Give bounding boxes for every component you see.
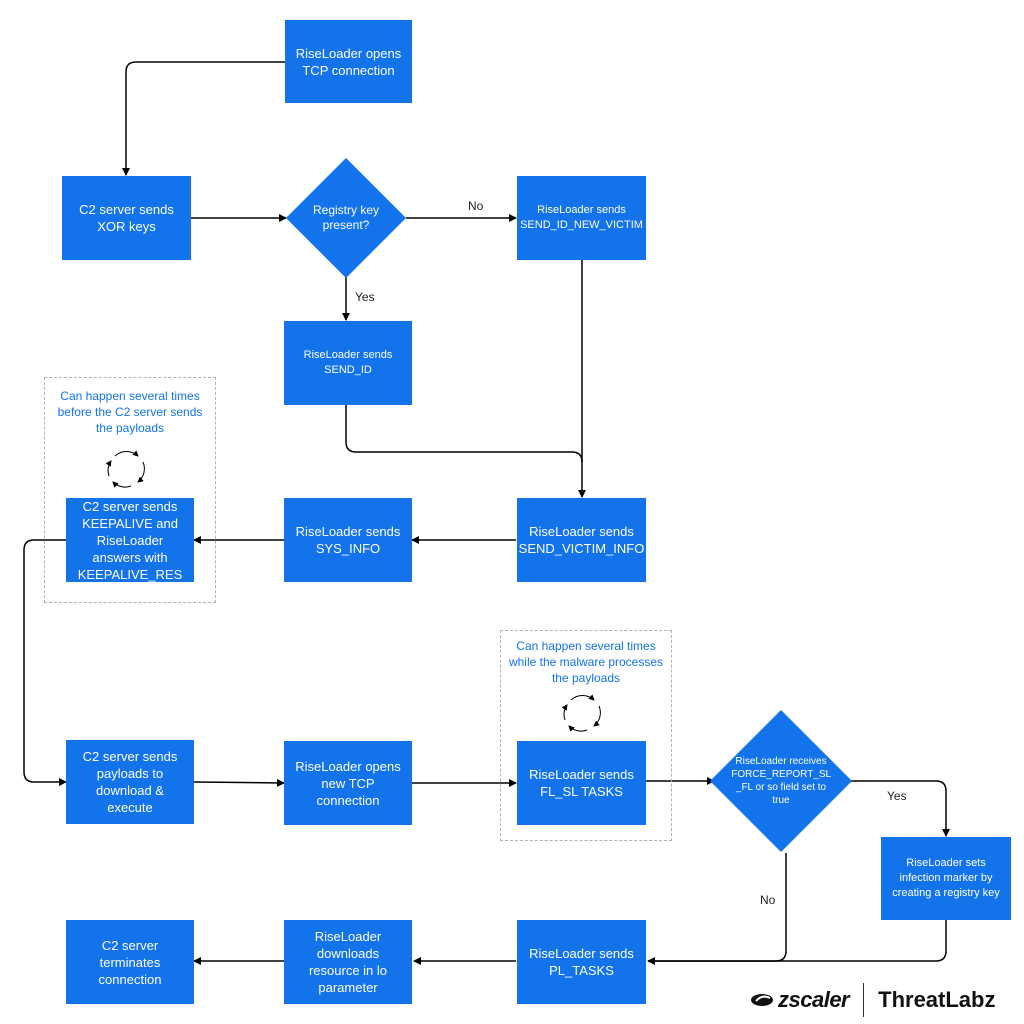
zscaler-wordmark: zscaler	[778, 987, 850, 1012]
force-decision-diamond	[710, 710, 852, 852]
node-send-id-new-victim: RiseLoader sends SEND_ID_NEW_VICTIM	[517, 176, 646, 260]
edge-keepalive-to-payloads	[23, 539, 67, 786]
registry-decision-diamond	[286, 158, 406, 278]
footer-logos: zscaler ThreatLabz	[750, 983, 996, 1017]
threatlabz-wordmark: ThreatLabz	[878, 987, 996, 1012]
edge-force-yes	[848, 780, 950, 837]
edge-label-yes: Yes	[887, 789, 907, 803]
node-downloads: RiseLoader downloads resource in lo para…	[284, 920, 412, 1004]
node-keepalive: C2 server sends KEEPALIVE and RiseLoader…	[66, 498, 194, 582]
node-registry-decision: Registry key present?	[312, 203, 380, 232]
flsl-group	[500, 630, 672, 841]
node-sys-info: RiseLoader sends SYS_INFO	[284, 498, 412, 582]
node-flsl-tasks: RiseLoader sends FL_SL TASKS	[517, 741, 646, 825]
node-pl-tasks: RiseLoader sends PL_TASKS	[517, 920, 646, 1004]
node-force-decision: RiseLoader receives FORCE_REPORT_SL _FL …	[731, 756, 832, 806]
logo-divider	[863, 983, 865, 1017]
node-xor-keys: C2 server sends XOR keys	[62, 176, 191, 260]
cycle-icon	[105, 450, 145, 488]
edge-sendid-merge	[345, 405, 583, 463]
node-payloads: C2 server sends payloads to download & e…	[66, 740, 194, 824]
node-terminates: C2 server terminates connection	[66, 920, 194, 1004]
edge-payloads-to-newtcp	[193, 778, 285, 787]
edge-label-yes: Yes	[355, 290, 375, 304]
keepalive-note: Can happen several times before the C2 s…	[57, 389, 203, 435]
node-send-id: RiseLoader sends SEND_ID	[284, 321, 412, 405]
edge-marker-to-pltasks	[647, 920, 947, 965]
edge-open-to-xor	[122, 61, 285, 176]
edge-force-no	[648, 853, 787, 962]
flsl-note: Can happen several times while the malwa…	[508, 639, 664, 685]
node-send-victim-info: RiseLoader sends SEND_VICTIM_INFO	[517, 498, 646, 582]
zscaler-logo-icon	[750, 992, 774, 1008]
edge-label-no: No	[760, 893, 776, 907]
edge-label-no: No	[468, 199, 484, 213]
cycle-icon	[561, 694, 601, 732]
node-set-marker: RiseLoader sets infection marker by crea…	[881, 837, 1011, 920]
node-new-tcp: RiseLoader opens new TCP connection	[284, 741, 412, 825]
node-open-tcp: RiseLoader opens TCP connection	[285, 20, 412, 103]
keepalive-group	[44, 377, 216, 603]
